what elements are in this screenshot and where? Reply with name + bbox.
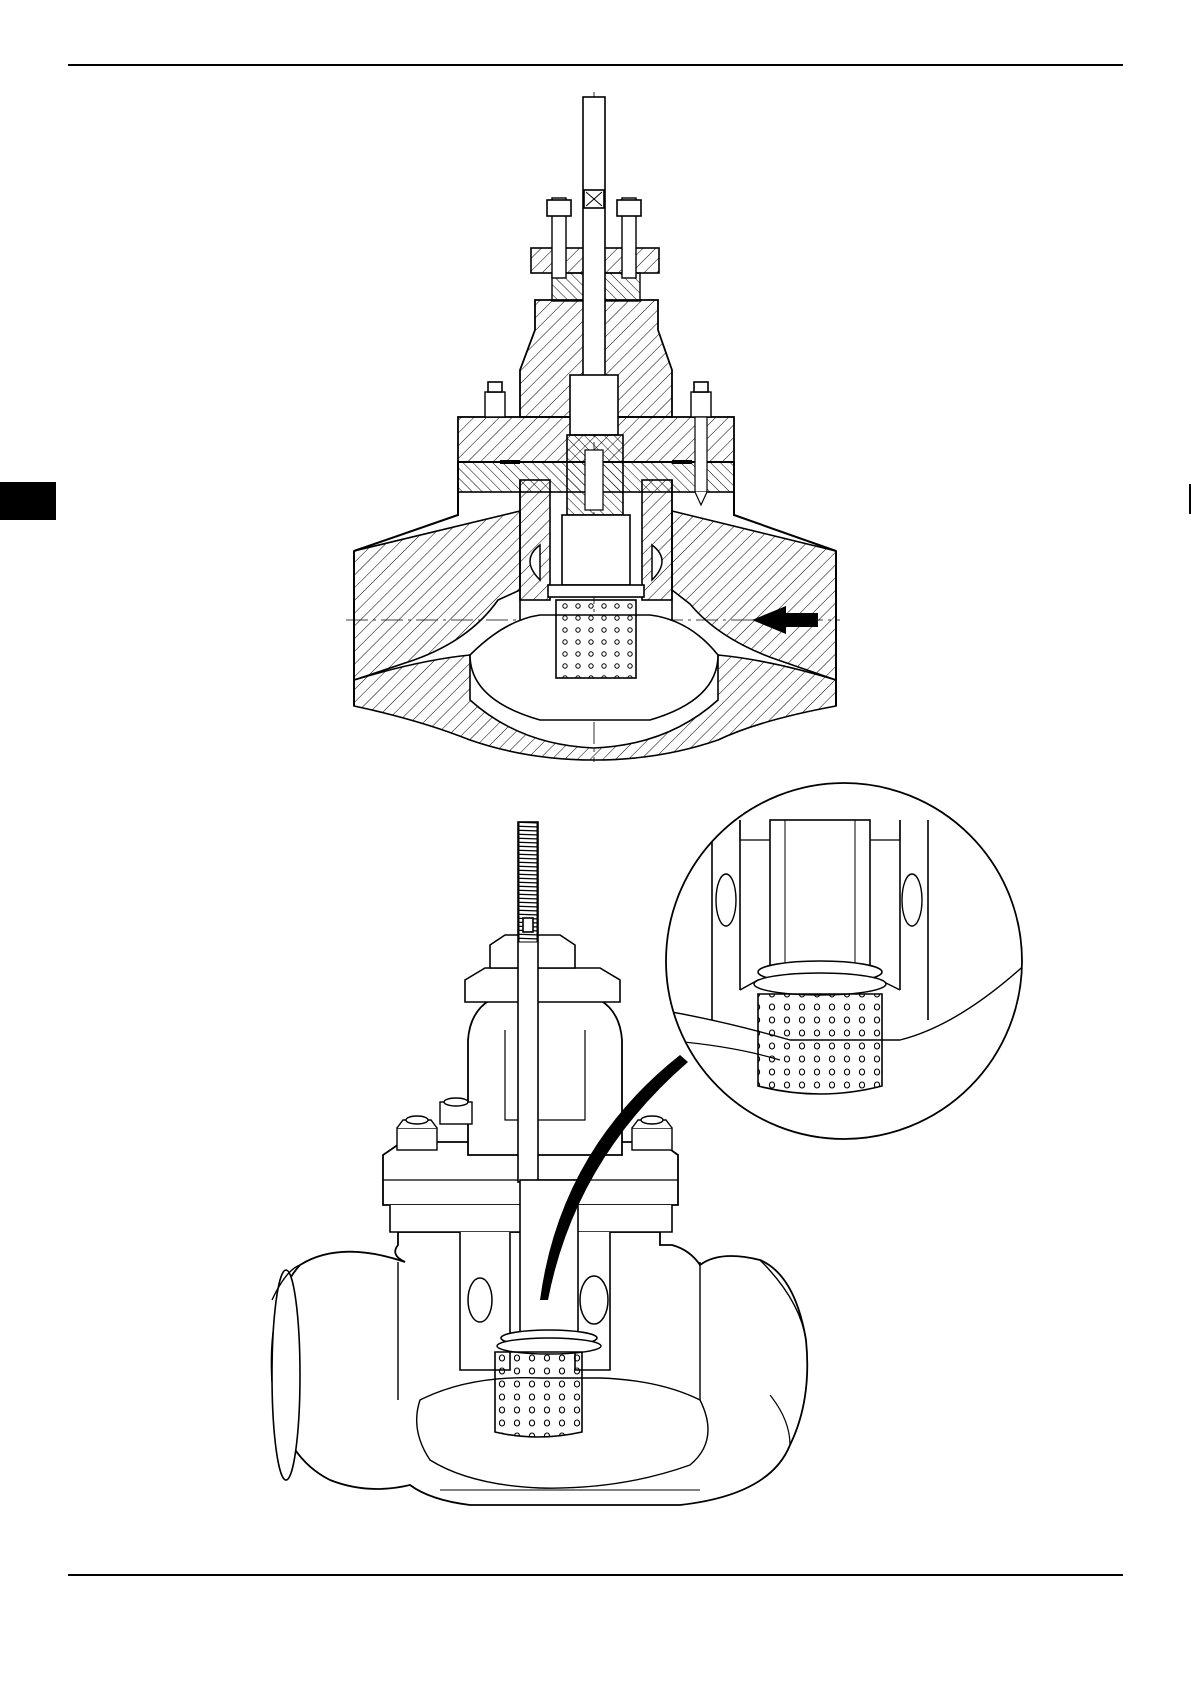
perforated-plug-detail — [758, 994, 882, 1094]
perforated-plug-section — [556, 600, 636, 678]
perforated-plug-cutaway — [495, 1352, 582, 1437]
detail-magnified-view — [660, 783, 1030, 1139]
valve-section-drawing — [346, 92, 840, 762]
